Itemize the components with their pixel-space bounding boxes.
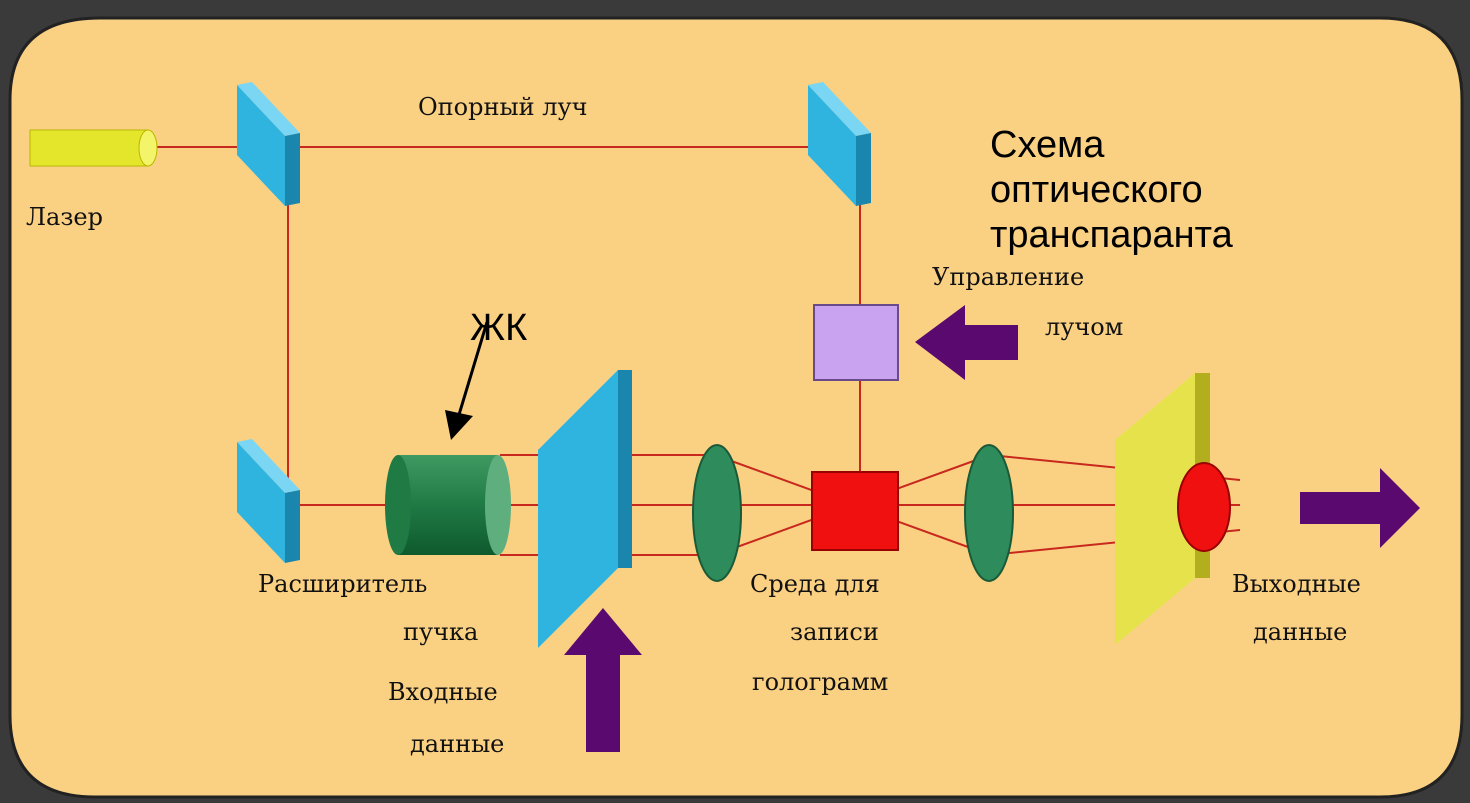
label-medium-3: голограмм bbox=[752, 668, 888, 696]
lens-left-icon bbox=[692, 444, 742, 582]
mirror-bottom-left-icon bbox=[237, 439, 300, 563]
label-beam-control-2: лучом bbox=[1045, 313, 1123, 341]
label-beam-control-1: Управление bbox=[932, 263, 1084, 291]
label-output-1: Выходные bbox=[1232, 570, 1361, 598]
beam-control-icon bbox=[813, 304, 899, 381]
title-line-1: Схема bbox=[990, 124, 1105, 166]
beam-control-arrow-icon bbox=[915, 305, 1018, 380]
label-output-2: данные bbox=[1253, 618, 1347, 646]
beam-expander-icon bbox=[385, 455, 511, 555]
label-medium-1: Среда для bbox=[750, 570, 880, 598]
output-data-arrow-icon bbox=[1300, 468, 1420, 548]
input-data-arrow-icon bbox=[564, 608, 642, 752]
label-expander-2: пучка bbox=[403, 618, 478, 646]
label-expander-1: Расширитель bbox=[258, 570, 427, 598]
label-input-1: Входные bbox=[388, 678, 498, 706]
lens-right-icon bbox=[964, 444, 1014, 582]
background-panel bbox=[8, 16, 1464, 799]
label-reference-beam: Опорный луч bbox=[418, 93, 587, 121]
lc-pointer-arrow-icon bbox=[445, 321, 489, 440]
output-spot-icon bbox=[1177, 462, 1231, 552]
laser-icon bbox=[29, 129, 158, 167]
title-line-3: транспаранта bbox=[990, 214, 1234, 256]
label-input-2: данные bbox=[410, 730, 504, 758]
title-line-2: оптического bbox=[990, 169, 1203, 211]
label-lc: ЖК bbox=[470, 307, 527, 349]
mirror-top-left-icon bbox=[237, 82, 300, 206]
label-medium-2: записи bbox=[790, 618, 879, 646]
mirror-top-right-icon bbox=[808, 82, 871, 206]
input-data-panel-icon bbox=[538, 370, 632, 648]
label-laser: Лазер bbox=[26, 203, 103, 231]
hologram-medium-icon bbox=[811, 471, 899, 551]
